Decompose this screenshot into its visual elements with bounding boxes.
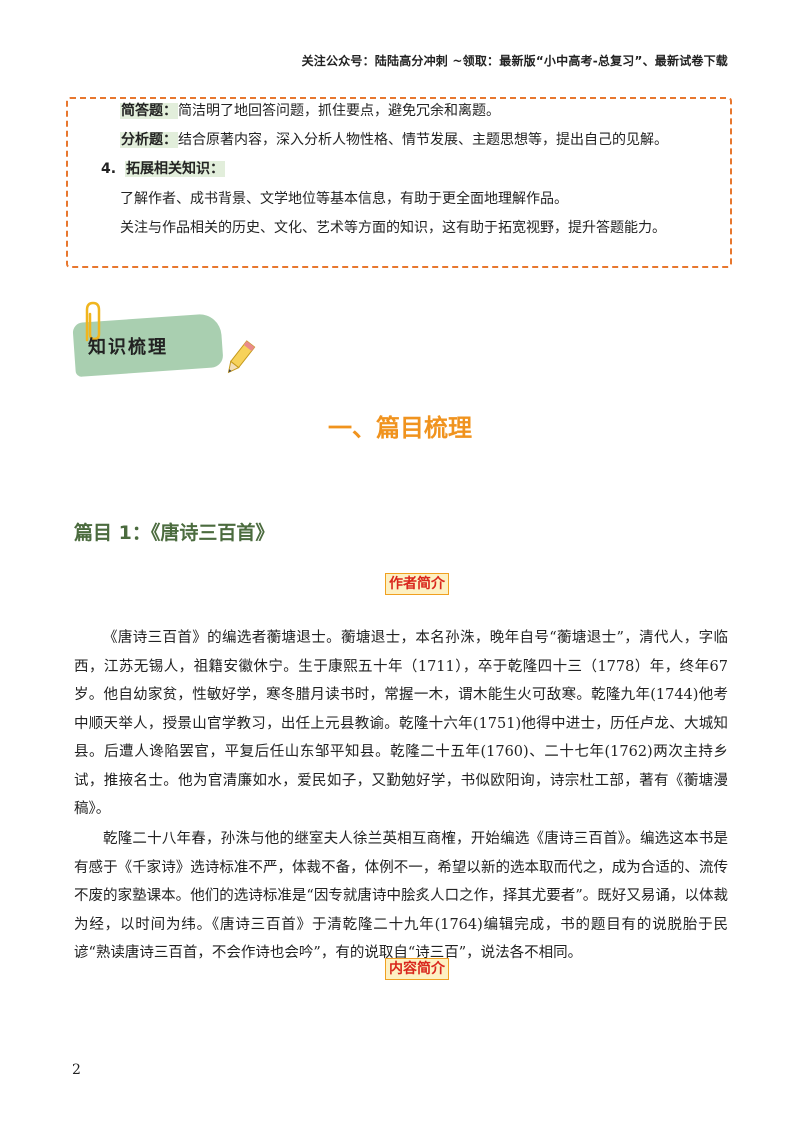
tips-box <box>66 97 732 268</box>
tips-extend-line-1: 了解作者、成书背景、文学地位等基本信息，有助于更全面地理解作品。 <box>120 191 568 207</box>
tips-fenxi-line: 分析题：结合原著内容，深入分析人物性格、情节发展、主题思想等，提出自己的见解。 <box>120 130 668 150</box>
jianda-label: 简答题： <box>120 103 178 119</box>
jianda-text: 简洁明了地回答问题，抓住要点，避免冗余和离题。 <box>178 103 500 119</box>
tips-extend-line-2: 关注与作品相关的历史、文化、艺术等方面的知识，这有助于拓宽视野，提升答题能力。 <box>120 220 666 236</box>
item4-label: 拓展相关知识： <box>124 161 225 177</box>
page-header: 关注公众号：陆陆高分冲刺 ~领取：最新版“小中高考-总复习”、最新试卷下载 <box>301 54 728 68</box>
tips-item4-line: 4. 拓展相关知识： <box>101 159 225 179</box>
content-intro-tag: 内容简介 <box>385 958 449 980</box>
author-intro-tag: 作者简介 <box>385 573 449 595</box>
author-paragraph-2: 乾隆二十八年春，孙洙与他的继室夫人徐兰英相互商榷，开始编选《唐诗三百首》。编选这… <box>74 831 728 961</box>
item4-number: 4. <box>101 161 117 177</box>
section-title: 一、篇目梳理 <box>328 414 472 442</box>
pencil-icon <box>227 340 256 374</box>
fenxi-label: 分析题： <box>120 132 178 148</box>
fenxi-text: 结合原著内容，深入分析人物性格、情节发展、主题思想等，提出自己的见解。 <box>178 132 668 148</box>
tips-jianda-line: 简答题：简洁明了地回答问题，抓住要点，避免冗余和离题。 <box>120 101 500 121</box>
paperclip-icon <box>85 301 101 342</box>
section-badge-label: 知识梳理 <box>88 337 168 358</box>
chapter-title: 篇目 1：《唐诗三百首》 <box>74 522 275 544</box>
author-paragraph-1: 《唐诗三百首》的编选者蘅塘退士。蘅塘退士，本名孙洙，晚年自号“蘅塘退士”，清代人… <box>74 630 728 817</box>
page-number: 2 <box>72 1062 81 1078</box>
